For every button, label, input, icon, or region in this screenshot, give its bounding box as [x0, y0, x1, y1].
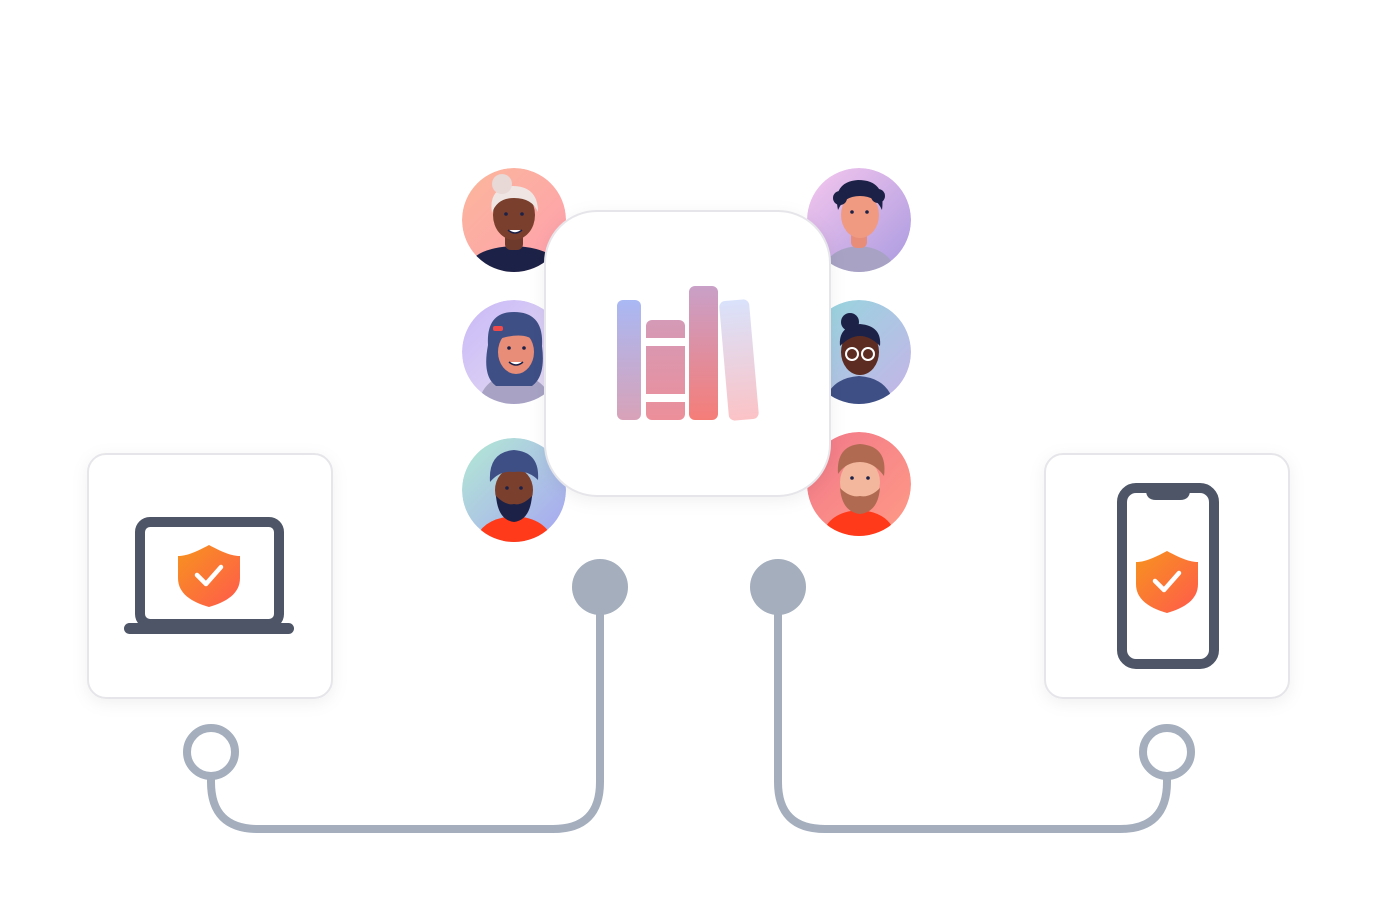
laptop-icon: [124, 517, 294, 634]
library-hub-card: [544, 210, 831, 497]
phone-card: [1044, 453, 1290, 699]
library-books-icon: [617, 286, 759, 421]
avatar-woman-white-hair: [462, 168, 566, 272]
connector-left: [207, 583, 604, 833]
shield-check-icon: [178, 545, 240, 607]
connector-port-right: [1139, 724, 1195, 780]
avatar-woman-glasses: [807, 300, 911, 404]
avatar-man-turban: [462, 438, 566, 542]
smartphone-icon: [1117, 483, 1219, 669]
laptop-card: [87, 453, 333, 699]
avatar-man-curly-hair: [807, 168, 911, 272]
avatar-man-beard: [807, 432, 911, 536]
connector-node-left: [572, 559, 628, 615]
avatar-woman-hair-clip: [462, 300, 566, 404]
connector-lines: [207, 583, 1171, 833]
connector-port-left: [183, 724, 239, 780]
shield-check-icon: [1136, 551, 1198, 613]
connector-right: [774, 583, 1171, 833]
connector-node-right: [750, 559, 806, 615]
